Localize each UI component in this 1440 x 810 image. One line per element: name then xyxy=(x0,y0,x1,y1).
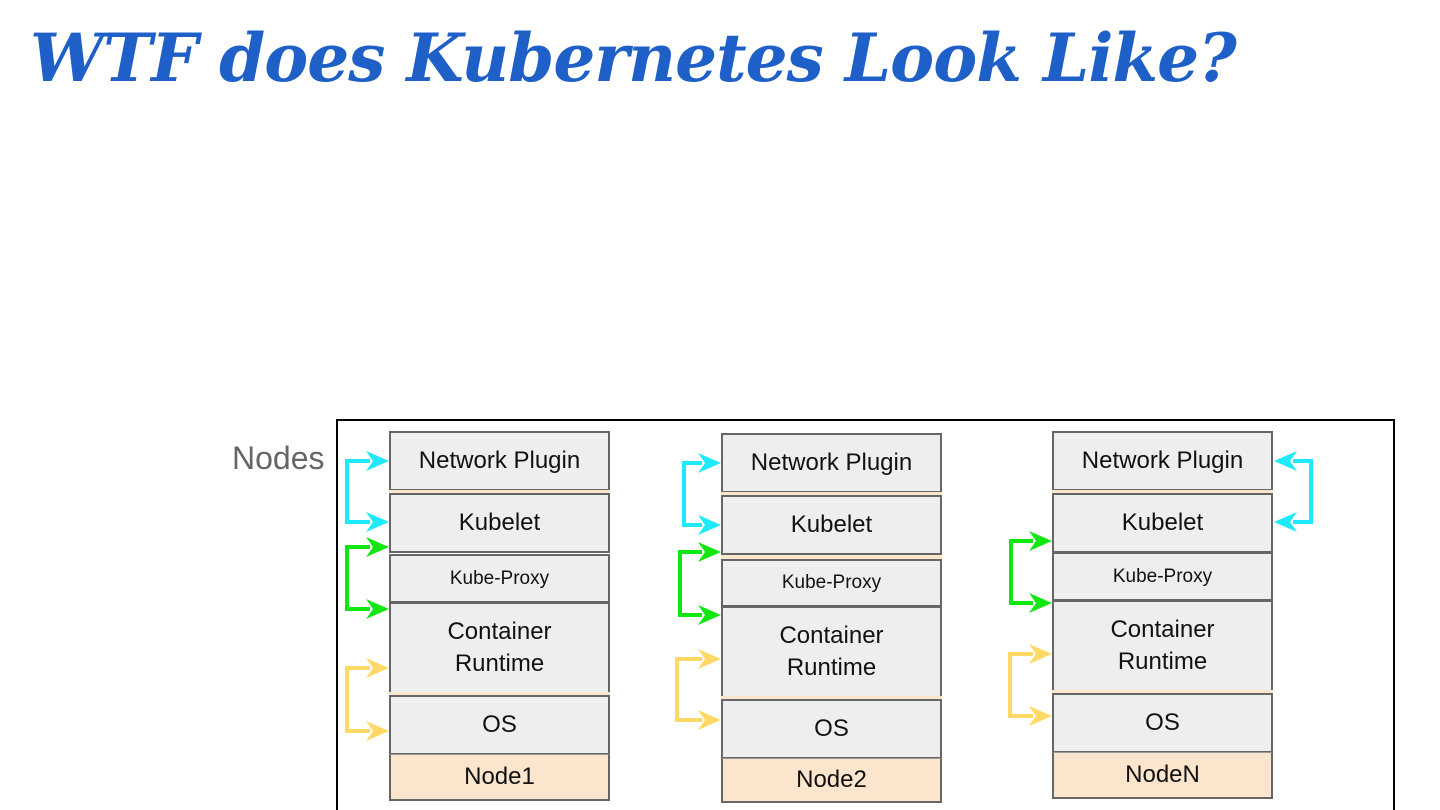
kubelet-layer: Kubelet xyxy=(721,495,942,555)
layer-separator xyxy=(721,492,942,496)
layer-separator xyxy=(721,696,942,700)
nodes-label: Nodes xyxy=(232,440,325,476)
slide-title: WTF does Kubernetes Look Like? xyxy=(30,19,1237,97)
layer-separator xyxy=(389,490,610,494)
layer-separator xyxy=(721,555,942,559)
os-layer: OS xyxy=(389,695,610,755)
kube-proxy-layer: Kube-Proxy xyxy=(389,554,610,603)
network-plugin-layer: Network Plugin xyxy=(389,431,610,491)
node-name-label: Node1 xyxy=(389,754,610,801)
nodes-frame xyxy=(336,419,1395,810)
node-name-label: NodeN xyxy=(1052,752,1273,799)
kube-proxy-layer: Kube-Proxy xyxy=(721,559,942,607)
container-runtime-layer: Container Runtime xyxy=(1052,600,1273,692)
os-layer: OS xyxy=(1052,693,1273,753)
layer-separator xyxy=(1052,690,1273,694)
container-runtime-layer: Container Runtime xyxy=(721,606,942,698)
kubelet-layer: Kubelet xyxy=(1052,493,1273,553)
node-name-label: Node2 xyxy=(721,758,942,803)
layer-separator xyxy=(389,692,610,696)
layer-separator xyxy=(1052,490,1273,494)
kubelet-layer: Kubelet xyxy=(389,493,610,553)
network-plugin-layer: Network Plugin xyxy=(1052,431,1273,491)
os-layer: OS xyxy=(721,699,942,759)
container-runtime-layer: Container Runtime xyxy=(389,602,610,694)
kube-proxy-layer: Kube-Proxy xyxy=(1052,552,1273,601)
network-plugin-layer: Network Plugin xyxy=(721,433,942,493)
